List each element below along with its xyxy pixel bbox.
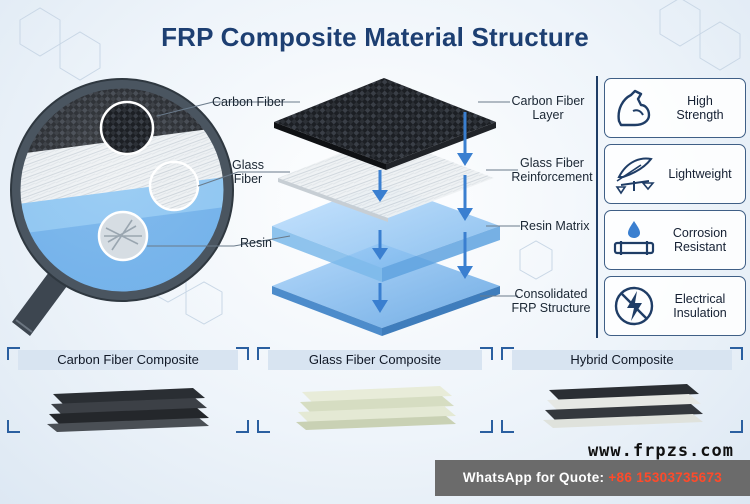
label-glass-reinforcement: Glass Fiber Reinforcement (511, 156, 593, 184)
layer-carbon (274, 78, 496, 170)
website-url[interactable]: www.frpzs.com (587, 441, 734, 461)
no-electricity-icon (614, 286, 654, 326)
property-card-corrosion: Corrosion Resistant (604, 210, 746, 270)
page-title: FRP Composite Material Structure (161, 22, 589, 52)
sample-frame (501, 347, 743, 433)
flow-arrows (372, 112, 473, 313)
zoom-bubble-resin (97, 210, 149, 262)
layer-consolidated (272, 243, 500, 336)
layer-glass (278, 136, 494, 222)
sample-caption: Carbon Fiber Composite (18, 350, 238, 370)
property-bracket (596, 76, 748, 338)
feather-scale-icon (615, 157, 655, 195)
property-card-insulation: Electrical Insulation (604, 276, 746, 336)
sample-carbon-image (47, 388, 209, 432)
label-glass-fiber: Glass Fiber (232, 158, 264, 186)
property-label: Lightweight (668, 166, 732, 181)
property-card-strength: High Strength (604, 78, 746, 138)
pipe-drop-icon (613, 221, 655, 255)
sample-glass: Glass Fiber Composite (256, 346, 494, 434)
property-label: Electrical Insulation (673, 291, 727, 320)
property-label: High Strength (676, 93, 724, 122)
label-carbon-layer: Carbon Fiber Layer (511, 94, 585, 122)
magnifier-handle (12, 268, 70, 336)
layer-resin (272, 182, 500, 282)
sample-hybrid-image (543, 384, 703, 428)
strength-arm-icon (617, 89, 651, 127)
property-card-lightweight: Lightweight (604, 144, 746, 204)
magnifier-rim (11, 79, 233, 301)
whatsapp-banner[interactable]: WhatsApp for Quote: +86 15303735673 (435, 460, 750, 496)
sample-caption: Hybrid Composite (512, 350, 732, 370)
sample-caption: Glass Fiber Composite (268, 350, 482, 370)
sample-glass-image (296, 386, 456, 430)
zoom-bubble-glass (148, 160, 200, 212)
sample-carbon: Carbon Fiber Composite (6, 346, 250, 434)
sample-hybrid: Hybrid Composite (500, 346, 744, 434)
label-resin-matrix: Resin Matrix (520, 219, 590, 233)
whatsapp-prefix: WhatsApp for Quote: (462, 470, 609, 485)
label-resin: Resin (240, 236, 272, 250)
whatsapp-phone[interactable]: +86 15303735673 (608, 470, 723, 485)
zoom-bubble-carbon (99, 100, 155, 156)
property-label: Corrosion Resistant (672, 225, 728, 254)
sample-frame (257, 347, 493, 433)
sample-frame (7, 347, 249, 433)
label-carbon-fiber: Carbon Fiber (212, 95, 285, 109)
leader-lines (147, 101, 520, 297)
label-consolidated: Consolidated FRP Structure (511, 287, 591, 315)
